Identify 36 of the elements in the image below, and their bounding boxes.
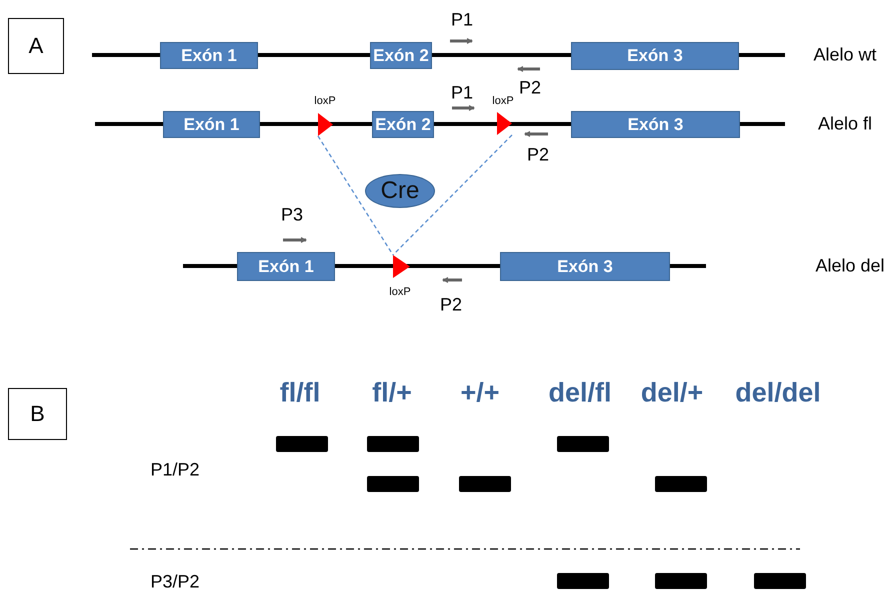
genotype-label: fl/fl bbox=[280, 378, 320, 408]
exon-box: Exón 1 bbox=[160, 42, 258, 69]
primer-label: P2 bbox=[440, 294, 462, 316]
dashed-line bbox=[392, 134, 512, 256]
primer-label: P1 bbox=[450, 82, 474, 104]
panel-letter-box: B bbox=[8, 388, 67, 440]
genotype-label: +/+ bbox=[460, 378, 500, 408]
exon-box: Exón 1 bbox=[163, 111, 260, 138]
primer-pair-label: P1/P2 bbox=[150, 460, 200, 480]
panel-letter-box: A bbox=[8, 18, 64, 74]
primer-label: P2 bbox=[526, 144, 550, 166]
allele-label: Alelo fl bbox=[818, 114, 872, 134]
primer-pair-label: P3/P2 bbox=[150, 572, 200, 592]
genotype-label: del/+ bbox=[640, 378, 704, 408]
primer-label: P2 bbox=[518, 78, 542, 98]
primer-label: P1 bbox=[450, 10, 474, 30]
site-label: loxP bbox=[492, 95, 514, 107]
loxp-triangle bbox=[497, 112, 512, 135]
exon-box: Exón 3 bbox=[500, 252, 670, 281]
exon-box: Exón 3 bbox=[571, 111, 740, 138]
genotype-label: del/fl bbox=[548, 378, 612, 408]
exon-box: Exón 2 bbox=[370, 42, 432, 69]
dashed-line bbox=[317, 136, 394, 256]
loxp-triangle bbox=[393, 255, 410, 278]
site-label: loxP bbox=[314, 95, 336, 107]
primer-label: P3 bbox=[280, 204, 304, 226]
site-label: loxP bbox=[389, 286, 411, 298]
exon-box: Exón 2 bbox=[372, 111, 434, 138]
genotype-label: del/del bbox=[735, 378, 821, 408]
enzyme-ellipse: Cre bbox=[365, 174, 435, 208]
genotype-label: fl/+ bbox=[372, 378, 412, 408]
exon-box: Exón 1 bbox=[237, 252, 335, 281]
allele-label: Alelo del bbox=[815, 256, 885, 276]
allele-label: Alelo wt bbox=[813, 44, 877, 66]
loxp-triangle bbox=[318, 113, 333, 136]
exon-box: Exón 3 bbox=[571, 42, 739, 70]
